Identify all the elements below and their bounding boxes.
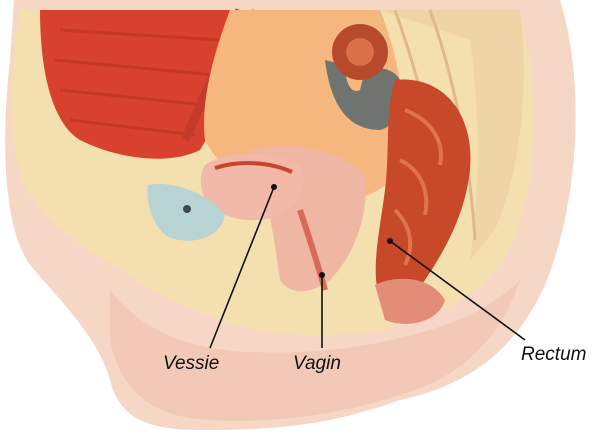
leader-dot-vagin xyxy=(319,272,325,278)
label-vessie: Vessie xyxy=(163,353,219,375)
leader-dot-rectum xyxy=(387,238,393,244)
sigmoid-lumen xyxy=(346,38,374,66)
label-vagin: Vagin xyxy=(293,353,341,375)
leader-dot-vessie xyxy=(271,184,277,190)
label-rectum: Rectum xyxy=(521,344,586,366)
pubic-marker xyxy=(183,205,191,213)
